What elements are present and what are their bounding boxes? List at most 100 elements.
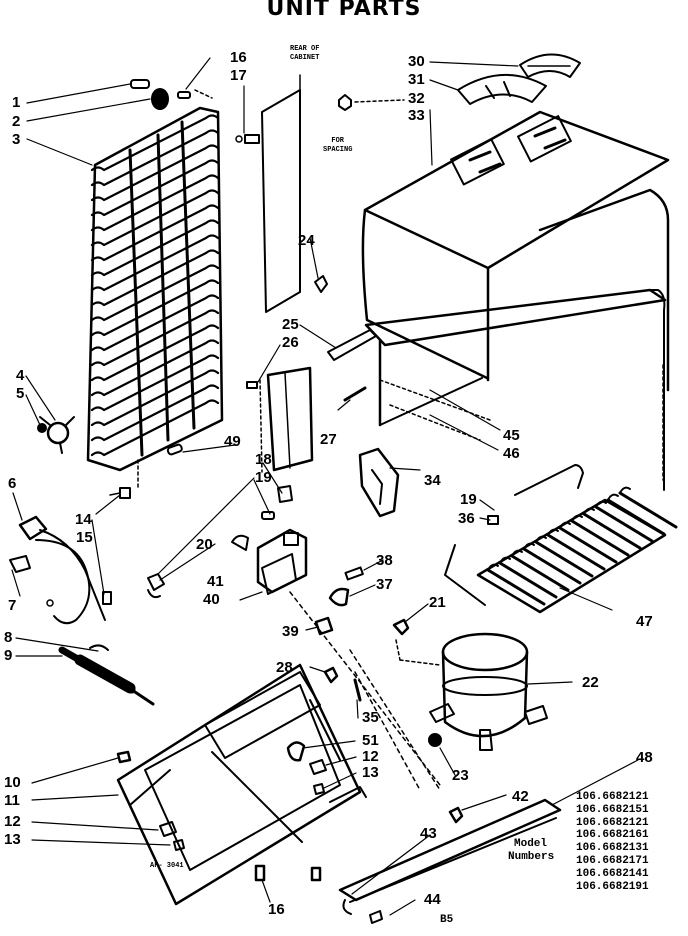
grid-fin-cap [559,521,571,529]
callout-13-right: 13 [362,764,379,781]
evaporator-grid [444,464,678,614]
callout-26: 26 [282,334,299,351]
grid-fin-cap [499,556,511,564]
spacer-32 [338,94,352,111]
model-number: 106.6682131 [576,842,649,855]
callout-24: 24 [298,232,315,249]
grille-30 [519,53,581,78]
coil-rung [90,309,220,367]
clip-24 [314,275,328,293]
grid-fin [522,547,582,585]
callout-25: 25 [282,316,299,333]
callout-49: 49 [224,433,241,450]
callout-20: 20 [196,536,213,553]
page-code: B5 [440,914,454,926]
note-line: SPACING [323,146,353,154]
callout-44: 44 [424,891,441,908]
model-number: 106.6682171 [576,854,649,867]
caption-line: Model [514,838,548,850]
callout-2: 2 [12,113,21,130]
coil-rung [90,279,220,337]
callout-16-bottom: 16 [268,901,285,918]
cover-37 [328,587,350,607]
compressor [428,632,548,751]
grommet-13b [313,783,325,795]
callout-17: 17 [230,67,247,84]
callout-33: 33 [408,107,425,124]
coil-rung [90,144,220,202]
grid-fin [486,568,546,606]
grid-fin [606,498,666,536]
callout-40: 40 [203,591,220,608]
clip-39 [314,616,334,636]
bracket-34 [358,447,400,518]
grid-fin-cap [619,486,631,494]
coil-rung [90,159,220,217]
compressor-housing [361,110,670,491]
callout-8: 8 [4,629,13,646]
grid-fin-cap [547,528,559,536]
callout-34: 34 [424,472,441,489]
callout-19-right: 19 [460,491,477,508]
coil-rung [90,354,220,412]
callout-43: 43 [420,825,437,842]
coil-rung [90,204,220,262]
grid-fin-cap [523,542,535,550]
callout-21: 21 [429,594,446,611]
callout-36: 36 [458,510,475,527]
model-number: 106.6682191 [576,880,649,893]
screw-21 [392,618,410,636]
rail-assembly [338,798,562,924]
callout-5: 5 [16,385,25,402]
note-line: CABINET [290,54,320,62]
callout-27: 27 [320,431,337,448]
rear-of-cabinet-note: REAR OF CABINET [290,45,319,63]
callout-51: 51 [362,732,379,749]
grid-fin-cap [595,500,607,508]
callout-31: 31 [408,71,425,88]
screw-42 [448,806,464,824]
grille-31 [457,74,547,105]
grid-fin-cap [571,514,583,522]
callout-48: 48 [636,749,653,766]
diagram-title: UNIT PARTS [266,0,422,21]
callout-32: 32 [408,90,425,107]
coil-rung [90,339,220,397]
for-spacing-note: FOR SPACING [323,137,352,155]
grid-fin [618,491,678,529]
callout-45: 45 [503,427,520,444]
callout-28: 28 [276,659,293,676]
grommet-51 [286,741,306,762]
callout-1: 1 [12,94,21,111]
callout-11: 11 [4,792,20,809]
model-number: 106.6682151 [576,803,649,816]
note-line: FOR [331,137,344,145]
coil-rung [90,294,220,352]
coil-rung [90,264,220,322]
bracket-25 [327,329,377,361]
callout-3: 3 [12,131,21,148]
grommet-13 [173,839,185,851]
callout-9: 9 [4,647,13,664]
callout-22: 22 [582,674,599,691]
fan-blade [37,416,75,454]
coil-rung [90,129,220,187]
callout-46: 46 [503,445,520,462]
callout-14: 14 [75,511,92,528]
callout-38: 38 [376,552,393,569]
callout-16: 16 [230,49,247,66]
coil-rung [90,249,220,307]
model-numbers-caption: Model Numbers [508,838,554,864]
grid-fin [546,533,606,571]
grid-fin-cap [511,549,523,557]
clip-14 [119,487,131,499]
callout-13: 13 [4,831,21,848]
callout-10: 10 [4,774,21,791]
coil-rung [90,399,220,457]
callout-35: 35 [362,709,379,726]
screw-16 [254,864,266,882]
grid-fin [594,505,654,543]
screw-17 [235,134,260,144]
